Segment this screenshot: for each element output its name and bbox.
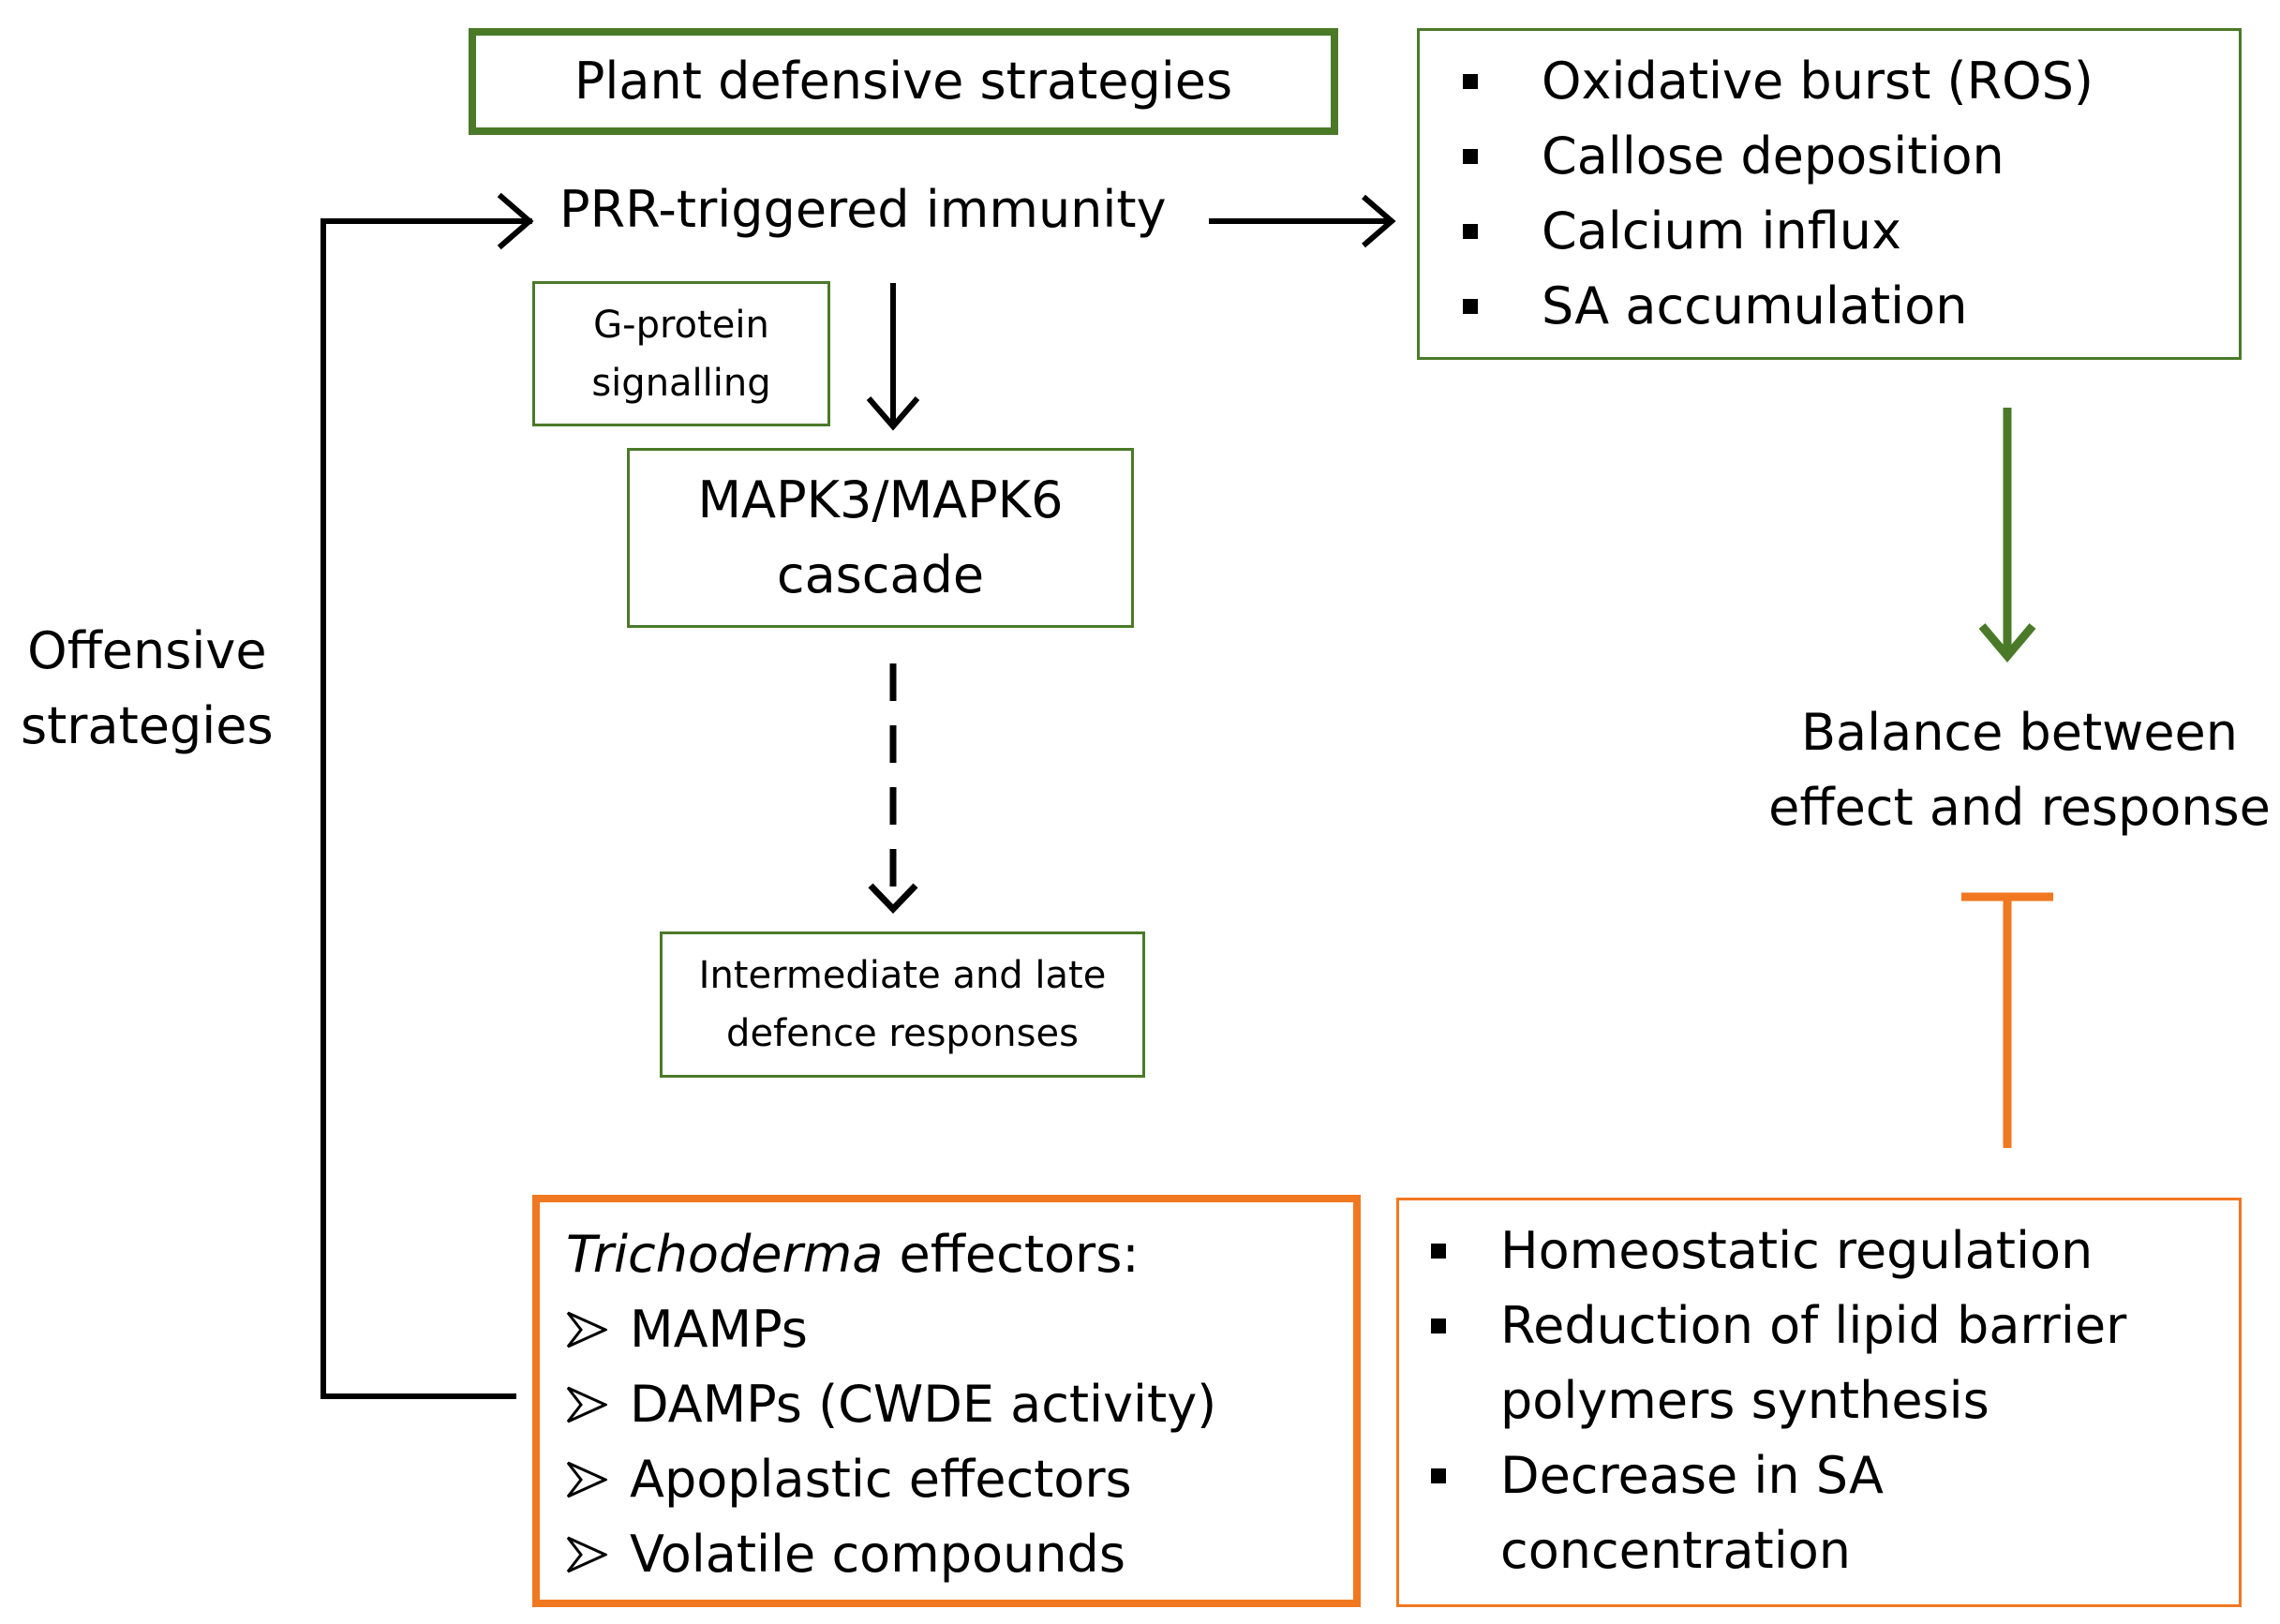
square-bullet-icon — [1431, 1244, 1446, 1259]
offensive-feedback-arrow — [320, 192, 534, 1399]
effector-item: DAMPs (CWDE activity) — [566, 1367, 1216, 1442]
effectors-title-rest: effectors: — [883, 1225, 1140, 1284]
effector-item: Volatile compounds — [566, 1517, 1216, 1592]
effector-item: Apoplastic effectors — [566, 1442, 1216, 1517]
arrowhead-bullet-icon — [566, 1536, 607, 1573]
g-protein-line-1: G-protein — [593, 303, 769, 347]
mapk-to-late-dashed-arrow — [868, 663, 918, 915]
balance-line-1: Balance between — [1800, 703, 2239, 762]
mapk-cascade-box: MAPK3/MAPK6 cascade — [627, 448, 1134, 628]
g-protein-signalling-box: G-protein signalling — [532, 281, 830, 426]
prr-triggered-immunity-label: PRR-triggered immunity — [559, 180, 1167, 239]
late-line-2: defence responses — [726, 1012, 1079, 1055]
effectors-title: Trichoderma effectors: — [566, 1217, 1140, 1292]
square-bullet-icon — [1431, 1319, 1446, 1333]
late-defence-responses-box: Intermediate and late defence responses — [660, 931, 1145, 1078]
early-responses-box: Oxidative burst (ROS) Callose deposition… — [1417, 28, 2242, 360]
square-bullet-icon — [1431, 1468, 1446, 1483]
inhibition-bar — [1961, 892, 2053, 1148]
early-response-item: Oxidative burst (ROS) — [1457, 44, 2094, 119]
square-bullet-icon — [1463, 299, 1478, 314]
trichoderma-effectors-box: Trichoderma effectors: MAMPs DAMPs (CWDE… — [532, 1195, 1361, 1607]
mapk-line-2: cascade — [776, 545, 985, 604]
arrowhead-bullet-icon — [566, 1311, 607, 1348]
offensive-strategies-label: Offensive strategies — [21, 614, 274, 764]
early-response-item: Calcium influx — [1457, 194, 2094, 269]
balance-label: Balance between effect and response — [1766, 695, 2273, 845]
prr-to-mapk-arrow — [866, 283, 920, 431]
g-protein-line-2: signalling — [591, 361, 771, 405]
square-bullet-icon — [1463, 74, 1478, 89]
square-bullet-icon — [1463, 149, 1478, 164]
counter-item: Decrease in SA concentration — [1427, 1438, 2126, 1588]
early-responses-list: Oxidative burst (ROS) Callose deposition… — [1457, 44, 2094, 344]
balance-line-2: effect and response — [1768, 778, 2271, 837]
counter-item: Homeostatic regulation — [1427, 1214, 2126, 1289]
mapk-line-1: MAPK3/MAPK6 — [697, 470, 1064, 529]
plant-defensive-strategies-box: Plant defensive strategies — [469, 28, 1338, 135]
effector-item: MAMPs — [566, 1292, 1216, 1367]
effectors-title-italic: Trichoderma — [566, 1225, 884, 1284]
plant-defensive-strategies-title: Plant defensive strategies — [574, 52, 1233, 111]
late-line-1: Intermediate and late — [698, 954, 1107, 997]
counter-regulation-box: Homeostatic regulation Reduction of lipi… — [1396, 1198, 2242, 1607]
arrowhead-bullet-icon — [566, 1386, 607, 1423]
prr-to-responses-arrow — [1209, 194, 1396, 248]
early-response-item: SA accumulation — [1457, 269, 2094, 344]
square-bullet-icon — [1463, 224, 1478, 239]
arrowhead-bullet-icon — [566, 1461, 607, 1498]
responses-to-balance-arrow — [1978, 408, 2036, 663]
early-response-item: Callose deposition — [1457, 119, 2094, 194]
counter-item: Reduction of lipid barrier polymers synt… — [1427, 1289, 2126, 1438]
counter-regulation-list: Homeostatic regulation Reduction of lipi… — [1427, 1214, 2126, 1588]
offensive-line-2: strategies — [21, 696, 274, 755]
offensive-line-1: Offensive — [27, 621, 267, 680]
effectors-list: MAMPs DAMPs (CWDE activity) Apoplastic e… — [566, 1292, 1216, 1592]
